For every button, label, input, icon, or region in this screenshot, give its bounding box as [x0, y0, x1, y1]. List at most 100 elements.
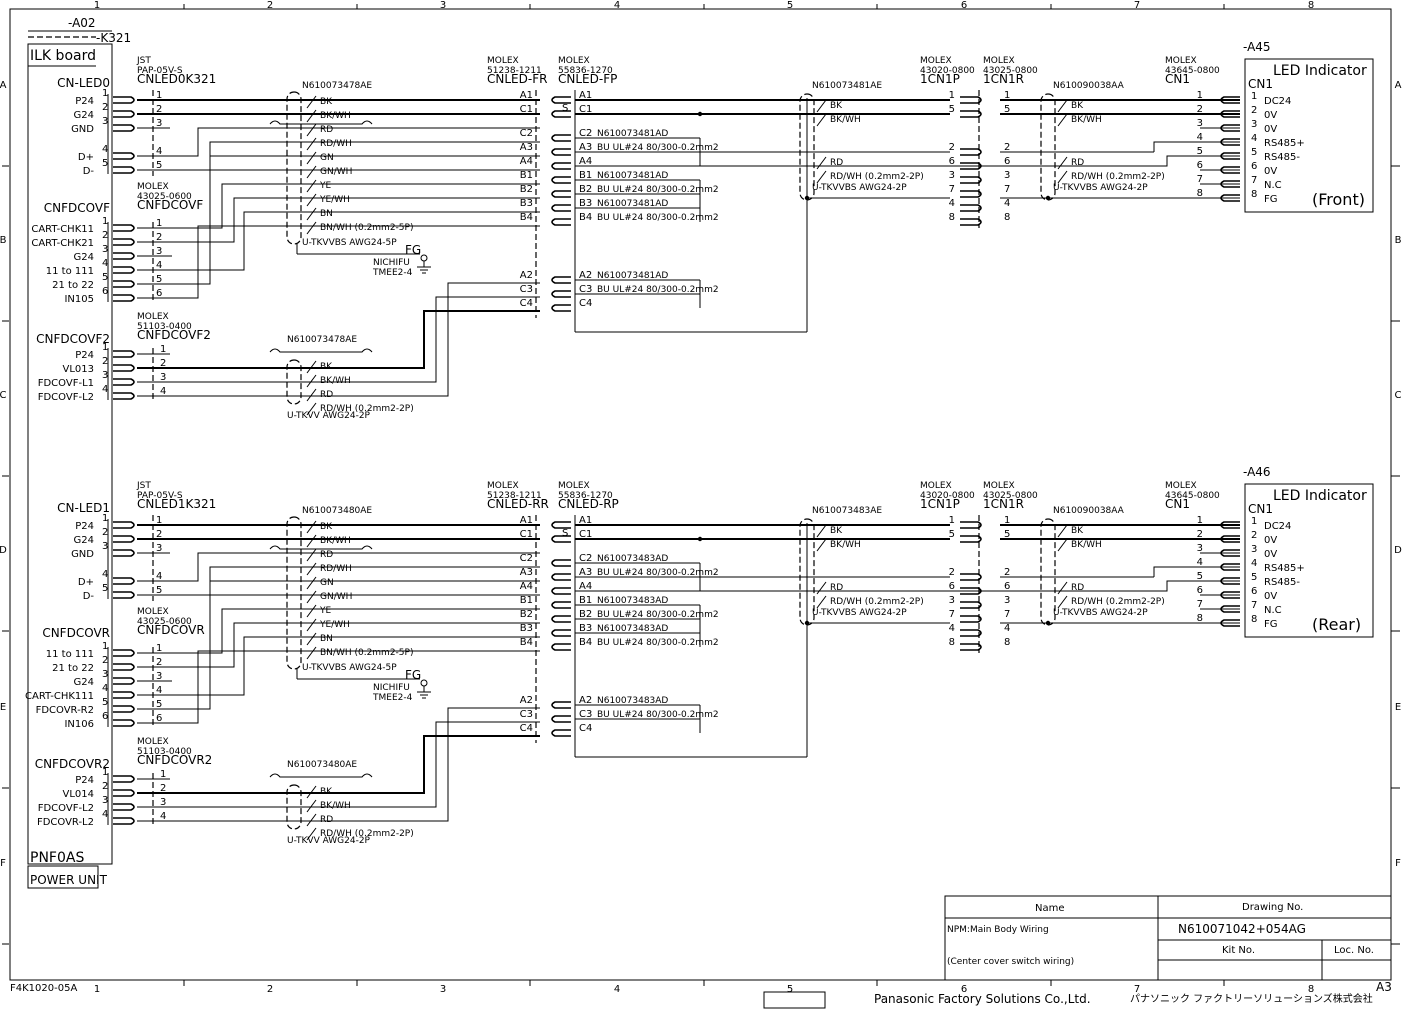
connector-pin — [113, 266, 135, 274]
row-label: D — [0, 545, 7, 556]
led-ref-front: -A45 — [1243, 40, 1271, 54]
molex-label: 51238-1211 — [487, 491, 542, 501]
pin-number: 4 — [1004, 623, 1010, 634]
wire-color: BN — [320, 634, 333, 644]
cnfdcov2-row: FDCOVF-L1 — [38, 378, 94, 389]
molex-label: MOLEX — [983, 56, 1015, 66]
wire-color: RD — [320, 815, 333, 825]
pin-number: 2 — [1251, 105, 1257, 116]
wire-color: BN/WH (0.2mm2-5P) — [320, 648, 413, 658]
pin-number: 1 — [102, 342, 108, 353]
connector-pin — [113, 166, 135, 174]
connector-pin — [1220, 619, 1240, 627]
jumper-spec: BU UL#24 80/300-0.2mm2 — [597, 143, 719, 153]
wire — [306, 520, 317, 534]
pin-number: 5 — [1251, 572, 1257, 583]
pin-label: B4 — [579, 637, 592, 648]
pin-label: B1 — [520, 170, 533, 181]
connector-pin — [551, 176, 571, 184]
wire-color: BK/WH — [320, 536, 351, 546]
connector-pin — [1220, 166, 1240, 174]
pin-label: B3 — [579, 623, 592, 634]
wire-color: RD — [320, 390, 333, 400]
cn-led-row: D+ — [78, 577, 94, 588]
jst-label: JST — [136, 481, 151, 491]
pin-number: 3 — [1197, 543, 1203, 554]
pin-number: 4 — [1004, 198, 1010, 209]
molex-label: MOLEX — [137, 312, 169, 322]
connector-pin — [551, 535, 571, 543]
molex-label: 55836-1270 — [558, 66, 613, 76]
pin-number: 2 — [156, 232, 162, 243]
wire-color: BN/WH (0.2mm2-5P) — [320, 223, 413, 233]
nichifu-label: NICHIFU — [373, 258, 410, 268]
pin-label: C2 — [579, 128, 592, 139]
title-name-line2: (Center cover switch wiring) — [947, 957, 1074, 967]
nichifu-label: NICHIFU — [373, 683, 410, 693]
pin-number: 2 — [156, 529, 162, 540]
pin-label: A4 — [520, 581, 533, 592]
pin-number: 3 — [102, 370, 108, 381]
wire-color: BK/WH — [1071, 115, 1102, 125]
pin-number: 5 — [156, 160, 162, 171]
jumper-spec: BU UL#24 80/300-0.2mm2 — [597, 638, 719, 648]
pin-number: 1 — [156, 218, 162, 229]
junction-dot — [1045, 620, 1051, 626]
pin-label: C4 — [579, 298, 592, 309]
wire — [306, 562, 317, 576]
pin-label: B2 — [520, 184, 533, 195]
molex-label: 43025-0600 — [137, 617, 192, 627]
pin-number: 2 — [102, 527, 108, 538]
pin-number: 4 — [102, 384, 108, 395]
wire — [306, 827, 317, 841]
connector-pin — [113, 280, 135, 288]
connector-pin — [551, 290, 571, 298]
wire-color: BK/WH — [320, 801, 351, 811]
connector-pin — [960, 601, 982, 609]
pin-number: 4 — [156, 146, 162, 157]
pin-label: C1 — [520, 529, 533, 540]
connector-pin — [113, 775, 135, 783]
column-label: 1 — [94, 984, 100, 995]
connector-pin — [551, 134, 571, 142]
pin-number: 4 — [102, 144, 108, 155]
column-label: 8 — [1308, 0, 1314, 11]
pin-number: 3 — [156, 671, 162, 682]
jumper-spec: BU UL#24 80/300-0.2mm2 — [597, 285, 719, 295]
pin-number: 2 — [156, 104, 162, 115]
connector-pin — [960, 643, 982, 651]
led-row: 0V — [1264, 166, 1277, 177]
pin-label: B3 — [520, 198, 533, 209]
pin-number: 2 — [160, 783, 166, 794]
pin-number: 5 — [949, 104, 955, 115]
wire — [137, 608, 540, 654]
pin-number: 8 — [1004, 637, 1010, 648]
wire — [306, 374, 317, 388]
pin-number: 5 — [1004, 104, 1010, 115]
cnfdcov-row: G24 — [74, 252, 94, 263]
cable-type: U-TKVVBS AWG24-2P — [812, 608, 907, 618]
led-row: FG — [1264, 194, 1278, 205]
wire-color: BK/WH — [830, 540, 861, 550]
jumper-spec: BU UL#24 80/300-0.2mm2 — [597, 568, 719, 578]
cable-shield — [1040, 93, 1056, 201]
cable-type: U-TKVV AWG24-2P — [287, 411, 371, 421]
cnfdcov-label: CNFDCOVR — [42, 626, 110, 640]
pin-number: 5 — [156, 585, 162, 596]
wire — [306, 632, 317, 646]
led-row: RS485+ — [1264, 563, 1305, 574]
pin-label: B1 — [579, 170, 592, 181]
connector-pin — [113, 663, 135, 671]
nichifu-label: TMEE2-4 — [372, 268, 413, 278]
wire-color: RD — [320, 550, 333, 560]
connector-pin — [960, 573, 982, 581]
connector-pin — [960, 629, 982, 637]
molex-label: MOLEX — [137, 182, 169, 192]
pin-label: C2 — [520, 128, 533, 139]
cable-shield — [286, 91, 302, 245]
molex-label: 43020-0800 — [920, 66, 975, 76]
pin-number: 2 — [102, 356, 108, 367]
wire — [1153, 566, 1240, 577]
wire — [306, 402, 317, 416]
molex-label: MOLEX — [558, 481, 590, 491]
